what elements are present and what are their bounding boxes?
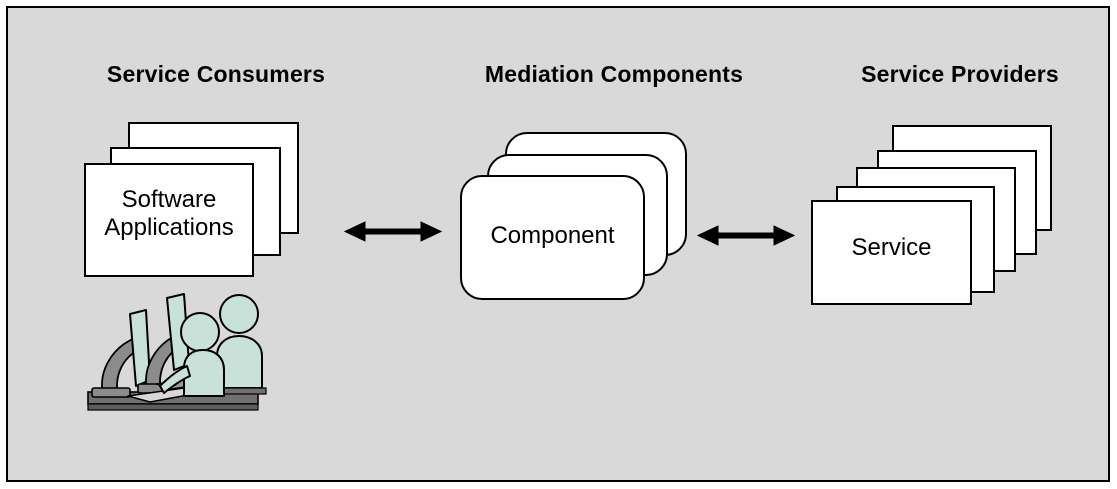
column-heading-service-providers: Service Providers <box>861 61 1059 87</box>
component-label: Component <box>490 222 615 249</box>
column-heading-mediation-components: Mediation Components <box>484 61 744 87</box>
connector-left-double-arrow <box>343 221 443 242</box>
service-label: Service <box>851 234 932 261</box>
column-heading-service-consumers: Service Consumers <box>106 61 326 87</box>
service-box-front <box>811 200 972 305</box>
people-at-computers-icon <box>87 293 267 411</box>
software-applications-label: Software Applications <box>104 186 234 242</box>
connector-right-double-arrow <box>696 225 796 246</box>
software-application-box-front <box>84 163 254 277</box>
component-box-front <box>460 175 645 300</box>
